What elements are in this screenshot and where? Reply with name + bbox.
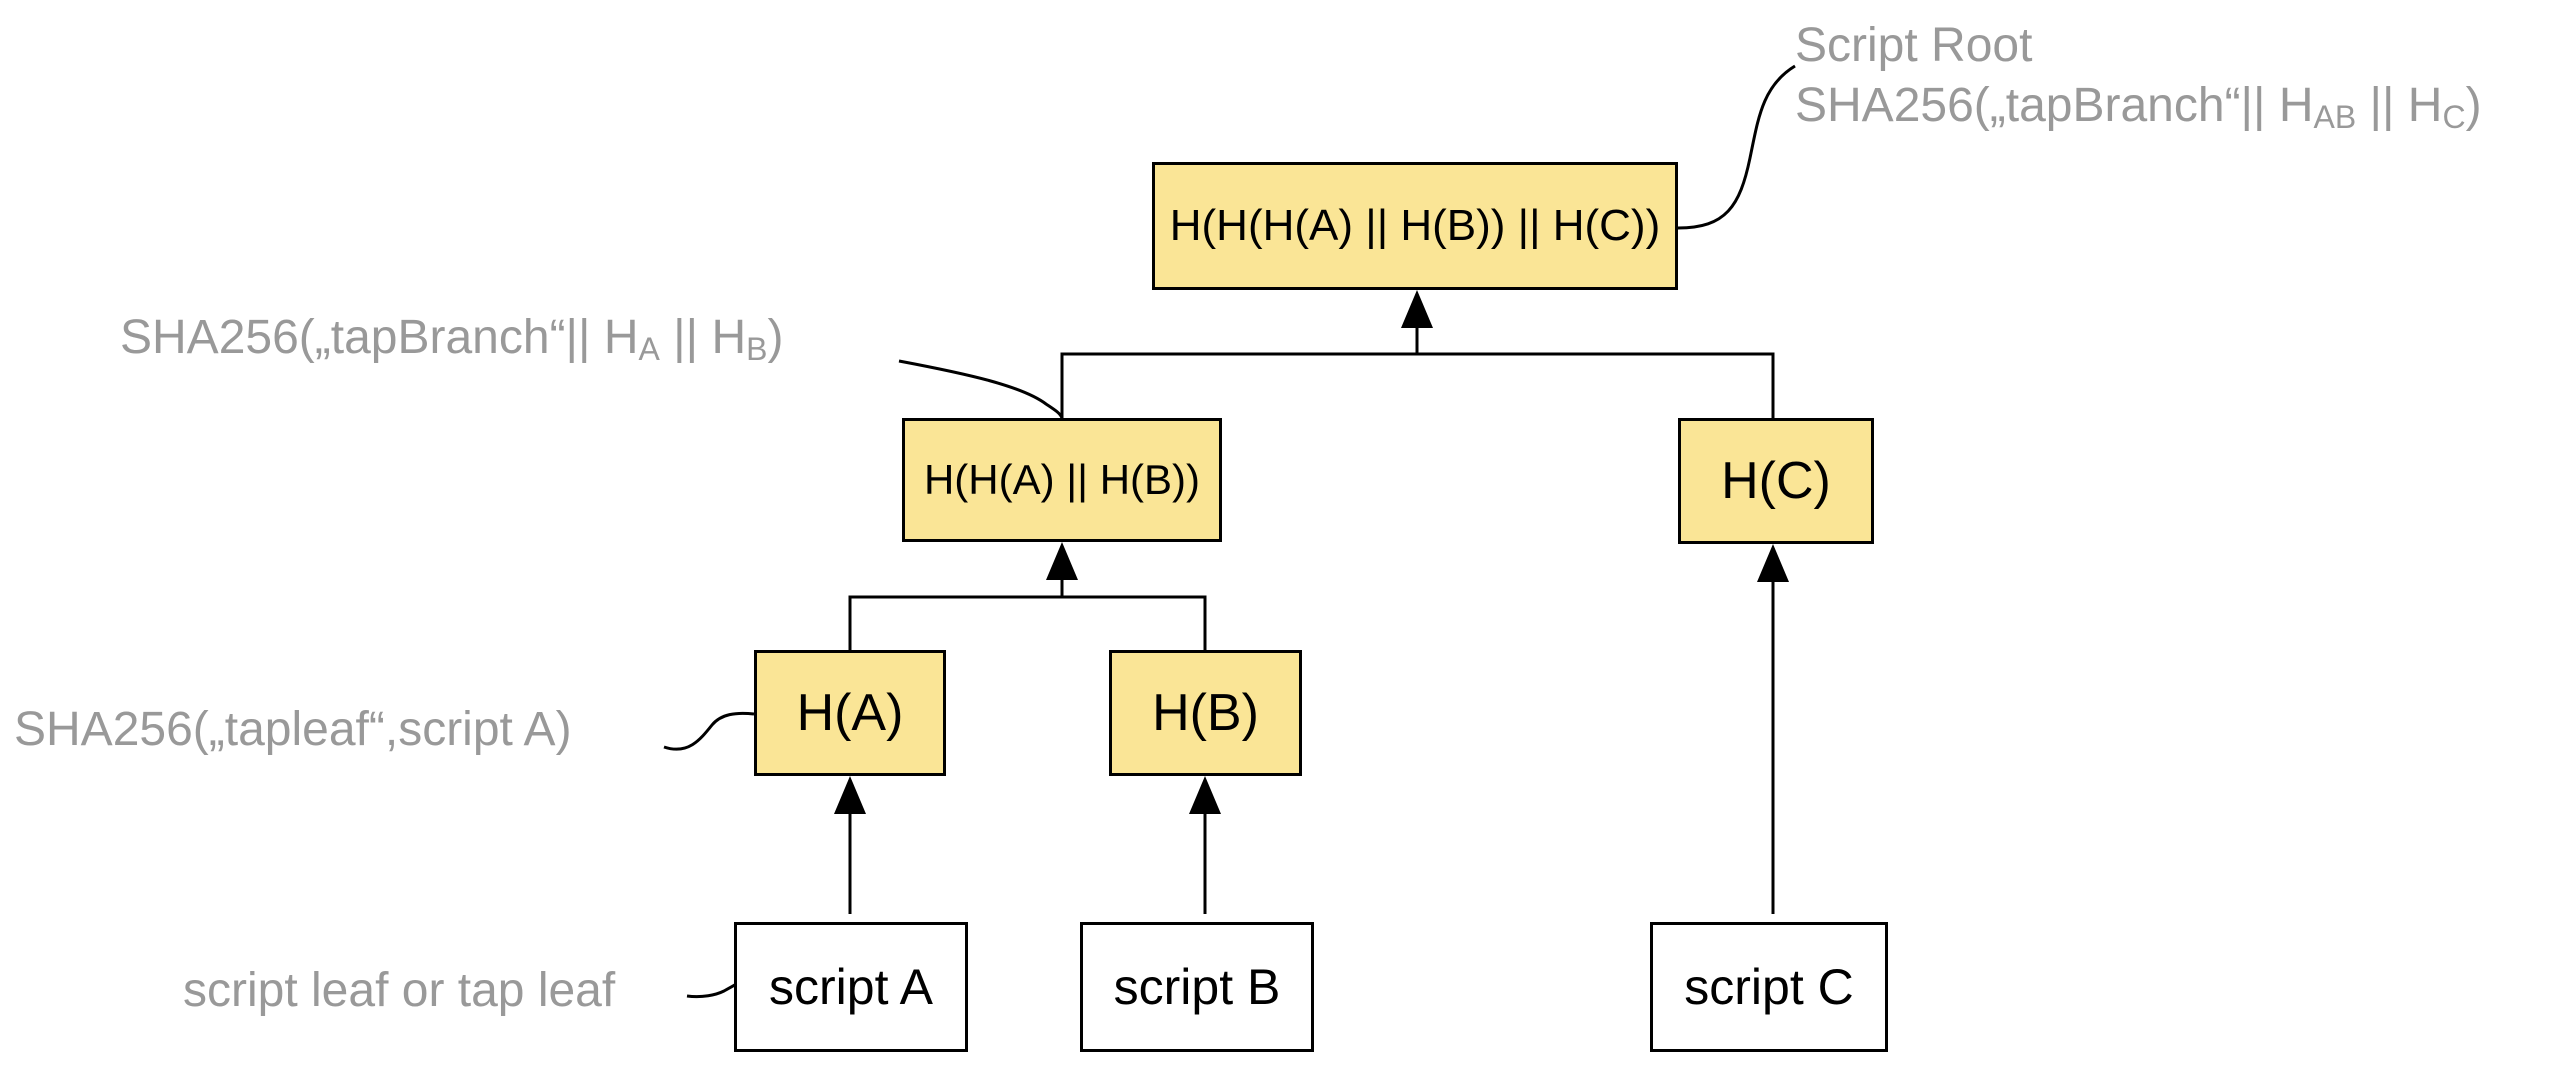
callout-script-leaf [686, 981, 739, 999]
node-label: H(H(H(A) || H(B)) || H(C)) [1169, 201, 1661, 250]
arrowhead-script-c-icon [1757, 544, 1789, 582]
subscript-a: A [638, 331, 660, 367]
node-label: H(C) [1721, 452, 1831, 510]
arrowhead-script-b-icon [1189, 776, 1221, 814]
annotation-tap-leaf: SHA256(„tapleaf“,script A) [14, 703, 572, 756]
node-script-c: script C [1650, 922, 1888, 1052]
annotation-tap-branch: SHA256(„tapBranch“|| HA || HB) [120, 311, 784, 367]
node-label: H(B) [1152, 684, 1259, 742]
node-hash-c: H(C) [1678, 418, 1874, 544]
node-hash-a: H(A) [754, 650, 946, 776]
annotation-script-root: Script Root SHA256(„tapBranch“|| HAB || … [1795, 16, 2482, 147]
arrowhead-script-a-icon [834, 776, 866, 814]
callout-script-root [1677, 64, 1796, 230]
callout-tap-leaf [663, 711, 755, 751]
subscript-b: B [746, 331, 768, 367]
node-label: script A [769, 959, 933, 1015]
node-branch-ab-hash: H(H(A) || H(B)) [902, 418, 1222, 542]
node-label: script B [1113, 959, 1281, 1015]
node-label: H(H(A) || H(B)) [923, 456, 1201, 503]
annotation-script-root-line1: Script Root [1795, 19, 2033, 72]
connector-root-children [1060, 352, 1775, 418]
connector-branch-children [848, 595, 1207, 650]
node-script-root-hash: H(H(H(A) || H(B)) || H(C)) [1152, 162, 1678, 290]
annotation-script-root-line2: SHA256(„tapBranch“|| HAB || HC) [1795, 79, 2482, 135]
node-script-a: script A [734, 922, 968, 1052]
subscript-c: C [2442, 99, 2466, 135]
node-hash-b: H(B) [1109, 650, 1302, 776]
callout-tap-branch [898, 359, 1064, 419]
subscript-ab: AB [2313, 99, 2357, 135]
node-script-b: script B [1080, 922, 1314, 1052]
node-label: script C [1684, 959, 1854, 1015]
arrowhead-to-root-icon [1401, 290, 1433, 328]
annotation-script-leaf: script leaf or tap leaf [183, 964, 616, 1017]
node-label: H(A) [796, 684, 904, 742]
arrowhead-to-branch-ab-icon [1046, 542, 1078, 580]
